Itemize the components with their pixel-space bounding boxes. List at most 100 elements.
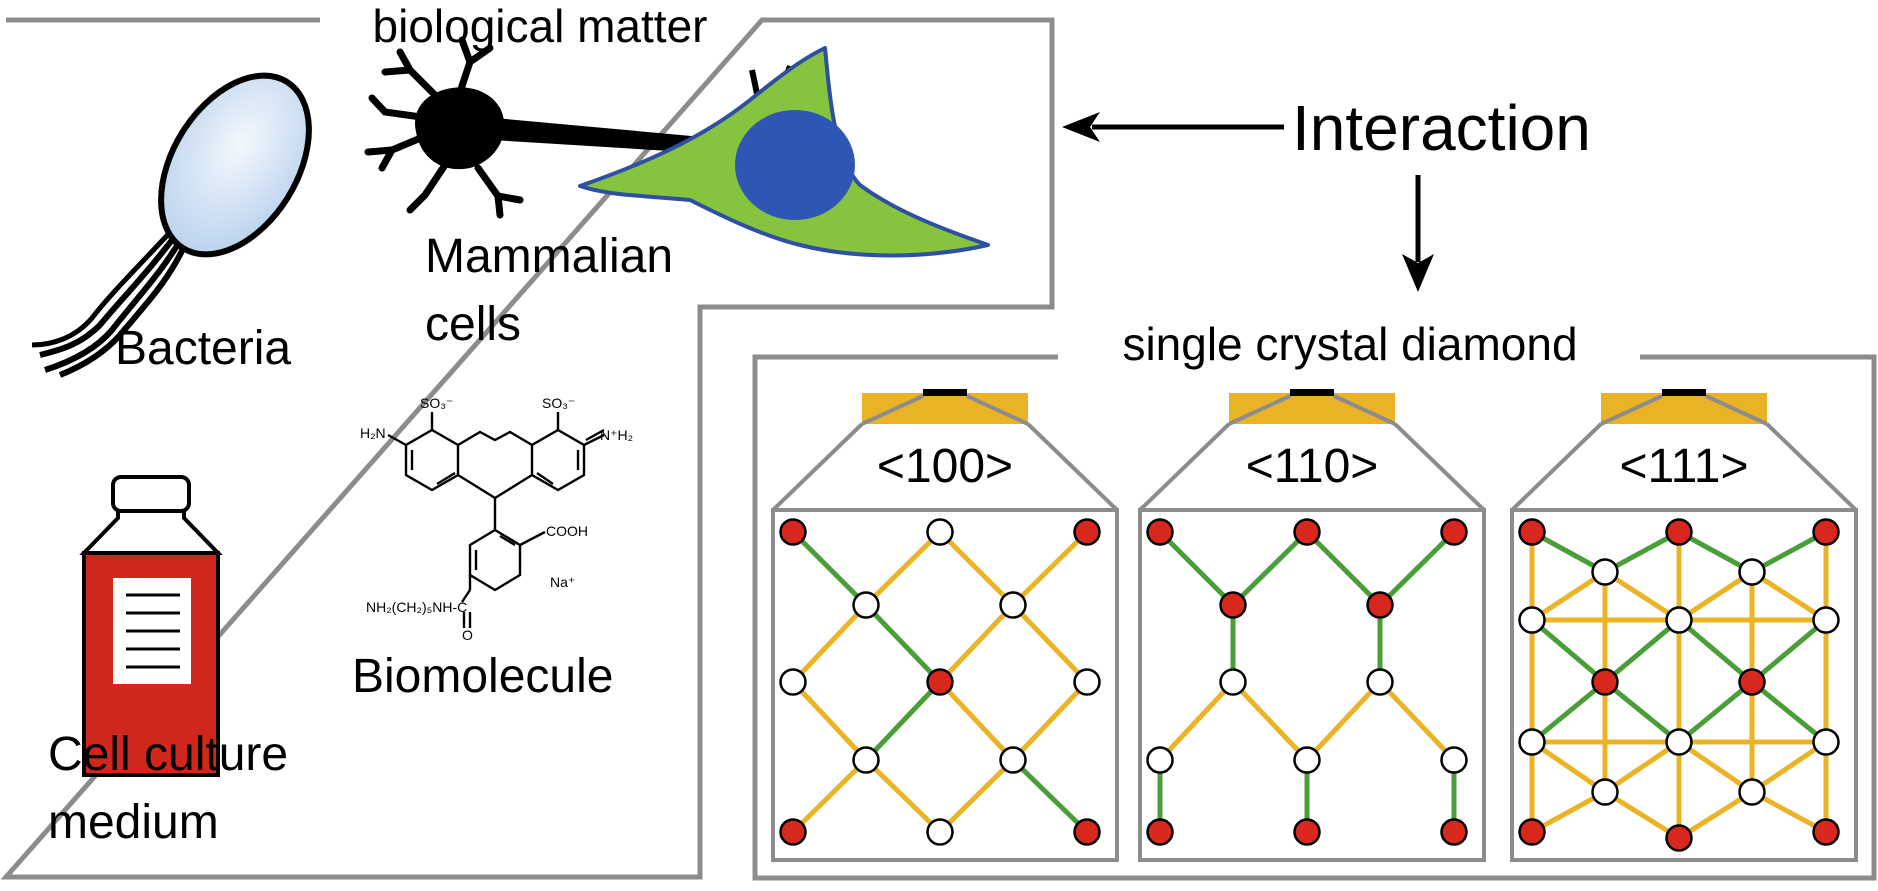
bond-green — [1750, 680, 1828, 744]
atom-red — [1440, 518, 1468, 546]
atom-red — [1665, 518, 1693, 546]
atom-red — [1518, 818, 1546, 846]
mammalian-label-line1: Mammalian — [425, 230, 673, 283]
mol-nh2-plus: N⁺H₂ — [600, 427, 633, 443]
bond-green — [1677, 680, 1754, 744]
atom-red — [1146, 518, 1174, 546]
atom-red — [926, 668, 954, 696]
bond-yellow — [1305, 680, 1382, 762]
atom-white — [1518, 728, 1546, 756]
atom-white — [1293, 746, 1321, 774]
diamond-substrate-icon — [1229, 393, 1395, 424]
zoom-line-right — [1026, 422, 1119, 512]
bond-green — [1750, 529, 1828, 575]
atom-white — [1812, 728, 1840, 756]
bond-yellow — [1231, 680, 1309, 762]
zoom-line-right — [1765, 422, 1858, 512]
bond-yellow — [1677, 789, 1754, 841]
lattice-111 — [1518, 518, 1840, 852]
zoom-line-left — [771, 422, 864, 512]
bond-yellow — [1530, 569, 1607, 623]
atom-red — [1518, 518, 1546, 546]
atom-white — [999, 746, 1027, 774]
mol-so3-left: SO₃⁻ — [420, 395, 453, 411]
atom-white — [779, 668, 807, 696]
bond-yellow — [1677, 569, 1754, 623]
substrate-mark-icon — [1290, 389, 1334, 396]
bond-green — [1011, 758, 1089, 834]
zoom-line-inner-left — [1228, 394, 1291, 426]
atom-white — [1591, 558, 1619, 586]
atom-red — [1812, 518, 1840, 546]
orientation-panel-111: <111> — [1510, 389, 1858, 862]
orientation-panels: <100> <110> <111> — [771, 389, 1858, 862]
bond-yellow — [938, 680, 1015, 762]
bond-yellow — [1011, 603, 1089, 684]
atom-red — [1591, 668, 1619, 696]
zoom-line-inner-left — [1600, 394, 1663, 426]
bond-green — [1603, 618, 1681, 684]
bond-yellow — [1158, 680, 1235, 762]
mol-oxygen: O — [462, 627, 473, 643]
atom-white — [926, 818, 954, 846]
atom-red — [1812, 818, 1840, 846]
lattice-100 — [779, 518, 1101, 846]
atom-white — [1440, 746, 1468, 774]
bond-green — [1530, 529, 1607, 575]
bond-green — [864, 680, 942, 762]
bond-green — [1603, 529, 1681, 575]
zoom-line-inner-right — [1333, 394, 1396, 426]
bond-yellow — [864, 530, 942, 607]
bond-yellow — [1378, 680, 1456, 762]
atom-white — [1665, 606, 1693, 634]
bacteria-icon — [31, 72, 312, 378]
bond-yellow — [1011, 680, 1089, 762]
biological-matter-title: biological matter — [373, 0, 708, 52]
atom-red — [1073, 818, 1101, 846]
atom-red — [1073, 518, 1101, 546]
mol-so3-right: SO₃⁻ — [542, 395, 575, 411]
medium-label-line1: Cell culture — [48, 728, 288, 781]
arrow-left-icon — [1062, 112, 1284, 142]
atom-white — [1665, 728, 1693, 756]
bond-yellow — [1530, 739, 1607, 795]
orientation-label-110: <110> — [1246, 440, 1379, 493]
atom-white — [1591, 778, 1619, 806]
bond-yellow — [1677, 739, 1754, 795]
atom-white — [999, 591, 1027, 619]
bond-green — [1530, 680, 1607, 744]
atom-white — [1518, 606, 1546, 634]
bond-green — [1750, 618, 1828, 684]
mammalian-cell-icon — [578, 46, 990, 258]
bond-green — [791, 530, 868, 607]
culture-flask-icon — [79, 475, 223, 777]
atom-red — [1146, 818, 1174, 846]
atom-red — [1366, 591, 1394, 619]
atom-white — [1146, 746, 1174, 774]
atom-red — [1665, 824, 1693, 852]
diamond-substrate-icon — [1601, 393, 1767, 424]
lattice-110 — [1146, 518, 1468, 846]
bond-yellow — [791, 680, 868, 762]
atom-white — [1073, 668, 1101, 696]
atom-red — [779, 518, 807, 546]
orientation-label-100: <100> — [877, 440, 1013, 493]
bond-green — [1231, 530, 1309, 607]
lattice-frame — [1510, 508, 1858, 862]
bond-green — [1378, 530, 1456, 607]
bond-green — [1158, 530, 1235, 607]
atom-white — [852, 591, 880, 619]
zoom-line-inner-right — [966, 394, 1029, 426]
atom-red — [1738, 668, 1766, 696]
atom-white — [1738, 778, 1766, 806]
atom-red — [779, 818, 807, 846]
lattice-frame — [1138, 508, 1486, 862]
atom-red — [1440, 818, 1468, 846]
medium-label-line2: medium — [48, 796, 219, 849]
bond-yellow — [1750, 789, 1828, 835]
zoom-line-left — [1510, 422, 1603, 512]
orientation-panel-100: <100> — [771, 389, 1119, 862]
bond-green — [1305, 530, 1382, 607]
